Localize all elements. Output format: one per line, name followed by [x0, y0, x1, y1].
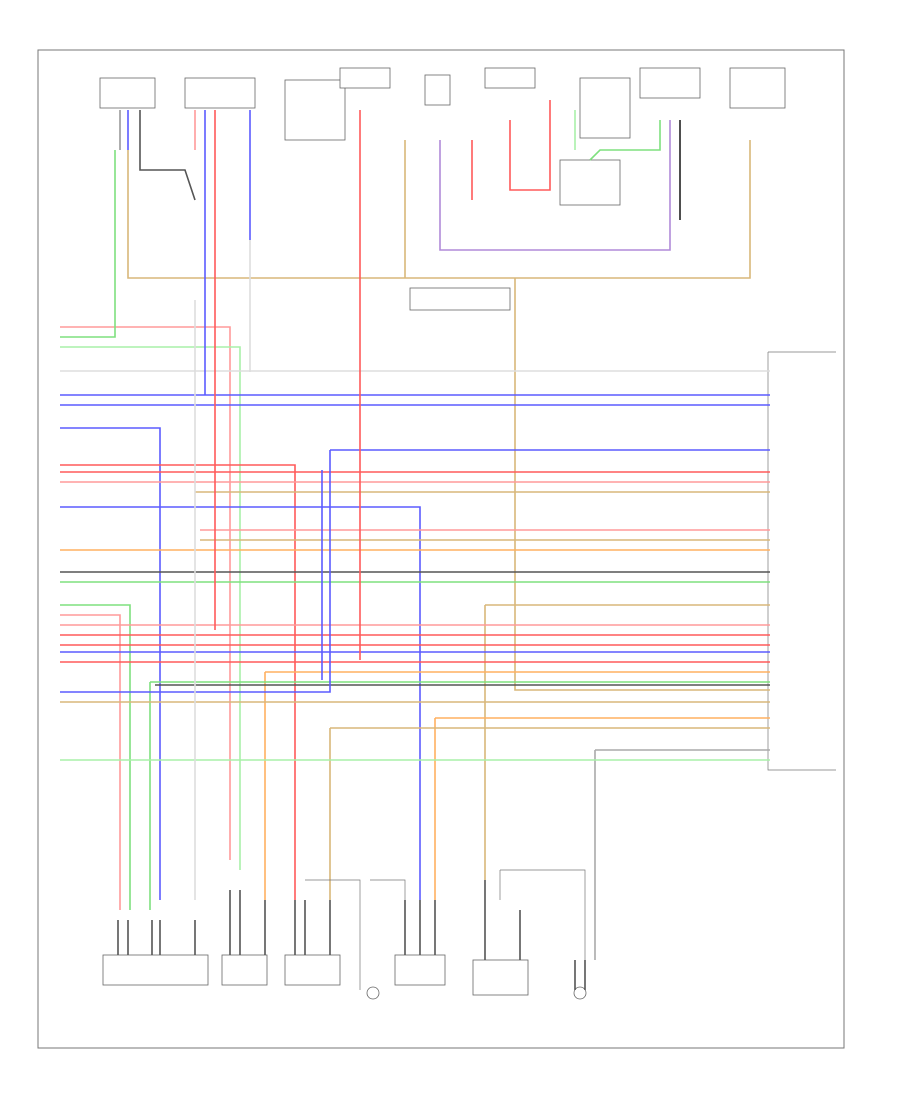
- top-component-9: [729, 67, 786, 109]
- ecm-connector-outline: [767, 351, 836, 771]
- vertical-wires: [194, 150, 361, 900]
- bottom-component-5: [472, 959, 529, 996]
- relay-box: [559, 159, 621, 206]
- harness-lines: [60, 150, 770, 960]
- diagram-frame: [37, 49, 845, 1049]
- bottom-sensor-2: [573, 986, 587, 1000]
- top-component-4: [339, 67, 391, 89]
- bottom-component-3: [284, 954, 341, 986]
- top-component-7: [579, 77, 631, 139]
- bottom-components: [102, 869, 587, 1000]
- top-component-2: [184, 77, 256, 109]
- top-component-8: [639, 67, 701, 99]
- top-component-1: [99, 77, 156, 109]
- tan-bus-top: [127, 150, 751, 279]
- bottom-component-1: [102, 954, 209, 986]
- bottom-connector-stubs: [117, 880, 586, 990]
- bottom-component-4: [394, 954, 446, 986]
- splice-box: [409, 287, 511, 311]
- top-components: [99, 67, 786, 311]
- top-component-5: [424, 74, 451, 106]
- top-component-3: [284, 79, 346, 141]
- bottom-component-2: [221, 954, 268, 986]
- top-wires: [119, 100, 751, 270]
- bottom-sensor-1: [366, 986, 380, 1000]
- top-component-6: [484, 67, 536, 89]
